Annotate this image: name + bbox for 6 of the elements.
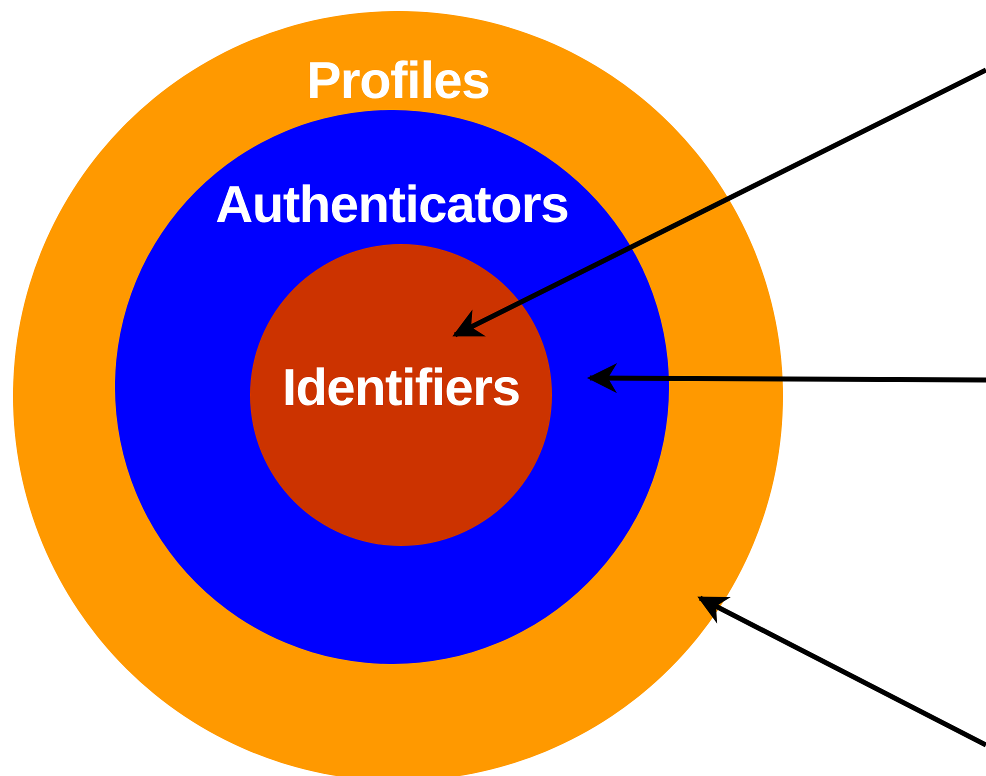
arrow	[587, 363, 986, 394]
circle-label: Authenticators	[216, 175, 568, 235]
circle-label: Profiles	[306, 51, 490, 111]
circle-label: Identifiers	[282, 358, 520, 418]
arrow	[697, 596, 986, 748]
arrow	[452, 68, 986, 338]
